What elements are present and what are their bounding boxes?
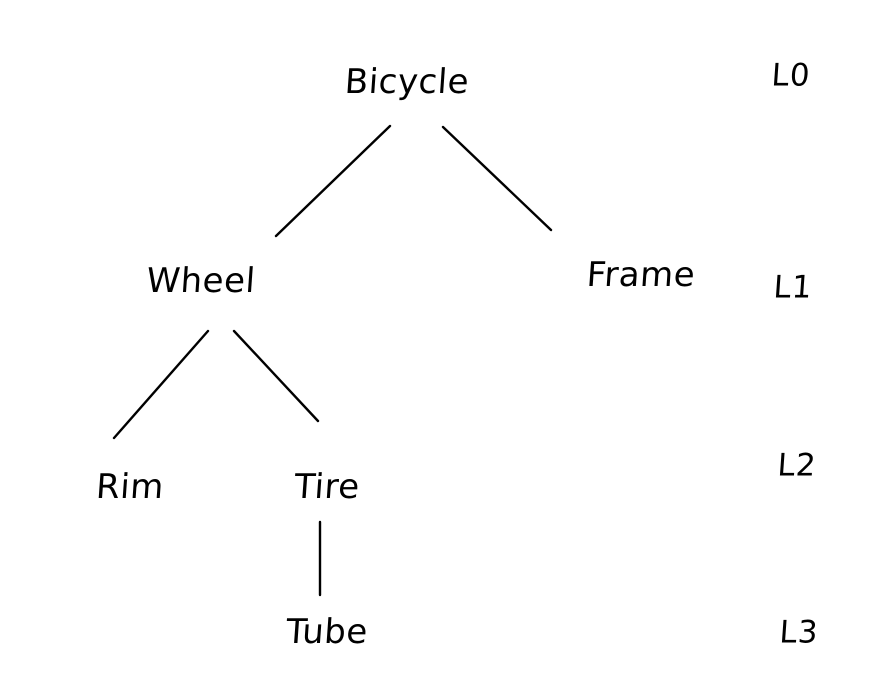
- node-wheel[interactable]: Wheel: [145, 261, 257, 301]
- node-bicycle[interactable]: Bicycle: [343, 62, 471, 102]
- node-tube[interactable]: Tube: [284, 612, 370, 652]
- edge-wheel-tire: [232, 329, 320, 423]
- level-label-l1: L1: [772, 269, 814, 306]
- level-label-l0: L0: [770, 57, 812, 94]
- level-label-l3: L3: [778, 614, 820, 651]
- node-frame[interactable]: Frame: [585, 255, 697, 295]
- edge-bicycle-frame: [441, 125, 553, 232]
- node-tire[interactable]: Tire: [292, 467, 362, 507]
- node-rim[interactable]: Rim: [94, 467, 166, 507]
- level-label-l2: L2: [776, 447, 818, 484]
- edge-bicycle-wheel: [274, 124, 392, 238]
- edge-wheel-rim: [112, 329, 210, 440]
